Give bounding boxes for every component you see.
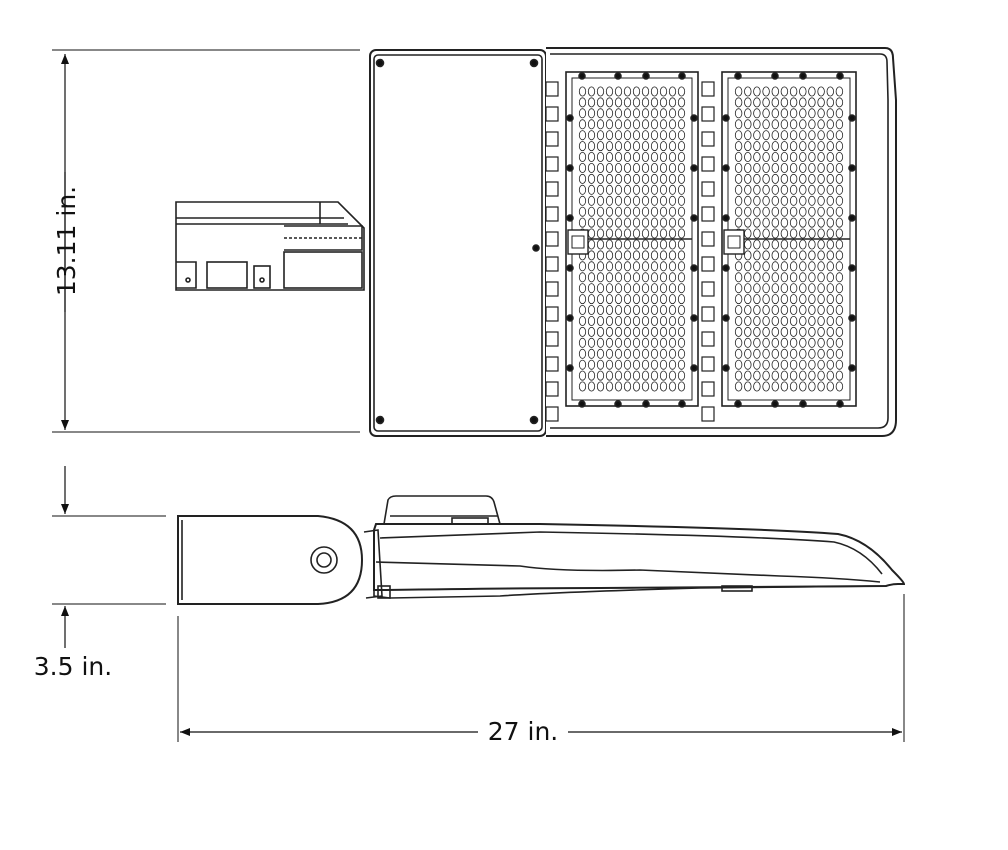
- length-dimension: [177, 594, 905, 742]
- side-mounting-arm: [177, 515, 364, 605]
- driver-housing: [369, 49, 547, 437]
- height-label: 13.11 in.: [52, 186, 81, 296]
- top-view: [175, 47, 897, 437]
- led-modules: [565, 71, 857, 408]
- thickness-dimension: [52, 466, 166, 648]
- driver-cover: [383, 495, 501, 525]
- length-label: 27 in.: [488, 717, 559, 746]
- thickness-label: 3.5 in.: [34, 652, 112, 681]
- led-housing: [545, 47, 897, 437]
- side-view: [177, 495, 906, 605]
- dimensions: [52, 49, 905, 742]
- heat-sink-fins: [545, 81, 715, 422]
- led-module: [565, 71, 699, 408]
- height-dimension: [52, 49, 360, 433]
- led-module: [721, 71, 857, 408]
- fixture-body: [363, 523, 906, 599]
- mounting-arm: [175, 201, 380, 291]
